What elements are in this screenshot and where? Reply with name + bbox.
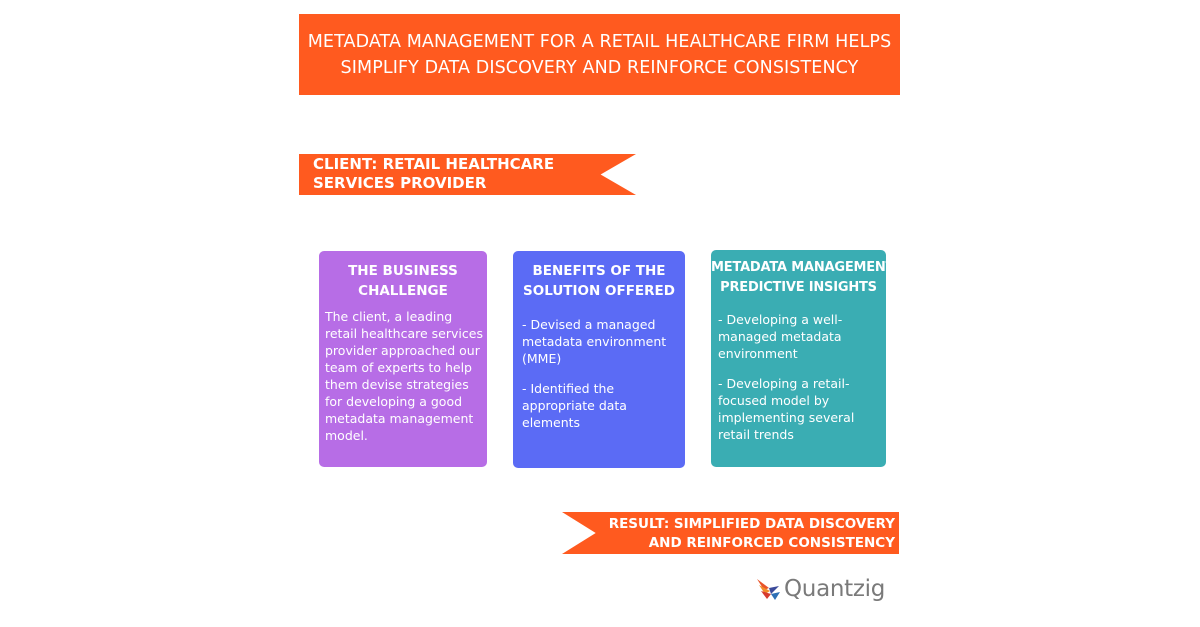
client-ribbon: CLIENT: RETAIL HEALTHCARE SERVICES PROVI… [299, 154, 636, 195]
client-ribbon-line-2: SERVICES PROVIDER [313, 174, 487, 192]
card-body-line: (MME) [522, 351, 562, 366]
card-body-line: The client, a leading [325, 309, 453, 324]
card-body-line: for developing a good [325, 394, 463, 409]
result-ribbon-line-2: AND REINFORCED CONSISTENCY [648, 535, 895, 551]
card-body-line: them devise strategies [325, 377, 469, 392]
paragraph-gap [522, 367, 685, 380]
result-ribbon-line-1: RESULT: SIMPLIFIED DATA DISCOVERY [608, 516, 895, 532]
card-body-line: elements [522, 415, 581, 430]
paragraph-gap [718, 362, 886, 375]
predictive-insights-body: - Developing a well- managed metadata en… [711, 311, 886, 443]
quantzig-logo: Quantzig [755, 573, 885, 605]
card-title-line: SOLUTION OFFERED [523, 283, 675, 299]
card-body-line: - Developing a well- [718, 312, 843, 327]
card-body-line: retail healthcare services [325, 326, 483, 341]
card-title-line: PREDICTIVE INSIGHTS [720, 280, 877, 295]
card-title-line: METADATA MANAGEMENT [711, 260, 886, 275]
business-challenge-body: The client, a leading retail healthcare … [319, 308, 487, 444]
card-body-line: metadata environment [522, 334, 667, 349]
page-title-banner: METADATA MANAGEMENT FOR A RETAIL HEALTHC… [299, 14, 900, 95]
card-body-line: provider approached our [325, 343, 480, 358]
predictive-insights-card: METADATA MANAGEMENT PREDICTIVE INSIGHTS … [711, 250, 886, 467]
card-body-line: appropriate data [522, 398, 627, 413]
card-body-line: implementing several [718, 410, 855, 425]
card-body-line: - Devised a managed [522, 317, 656, 332]
client-ribbon-line-1: CLIENT: RETAIL HEALTHCARE [313, 155, 555, 173]
business-challenge-title: THE BUSINESS CHALLENGE [319, 261, 487, 301]
card-title-line: CHALLENGE [358, 283, 448, 299]
card-body-line: metadata management [325, 411, 474, 426]
quantzig-logo-text: Quantzig [784, 576, 886, 602]
card-title-line: THE BUSINESS [348, 263, 458, 279]
card-body-line: retail trends [718, 427, 794, 442]
card-body-line: managed metadata [718, 329, 842, 344]
business-challenge-card: THE BUSINESS CHALLENGE The client, a lea… [319, 251, 487, 467]
card-body-line: model. [325, 428, 368, 443]
quantzig-logo-icon [757, 579, 780, 600]
card-body-line: team of experts to help [325, 360, 472, 375]
solution-benefits-title: BENEFITS OF THE SOLUTION OFFERED [513, 261, 685, 301]
card-body-line: - Developing a retail- [718, 376, 850, 391]
result-ribbon: RESULT: SIMPLIFIED DATA DISCOVERY AND RE… [562, 512, 899, 554]
solution-benefits-body: - Devised a managed metadata environment… [513, 316, 685, 431]
predictive-insights-title: METADATA MANAGEMENT PREDICTIVE INSIGHTS [711, 258, 886, 298]
page-title-line-2: SIMPLIFY DATA DISCOVERY AND REINFORCE CO… [340, 57, 859, 78]
card-body-line: focused model by [718, 393, 830, 408]
card-title-line: BENEFITS OF THE [532, 263, 666, 279]
card-body-line: - Identified the [522, 381, 615, 396]
card-body-line: environment [718, 346, 798, 361]
page-title-line-1: METADATA MANAGEMENT FOR A RETAIL HEALTHC… [307, 31, 892, 52]
solution-benefits-card: BENEFITS OF THE SOLUTION OFFERED - Devis… [513, 251, 685, 468]
